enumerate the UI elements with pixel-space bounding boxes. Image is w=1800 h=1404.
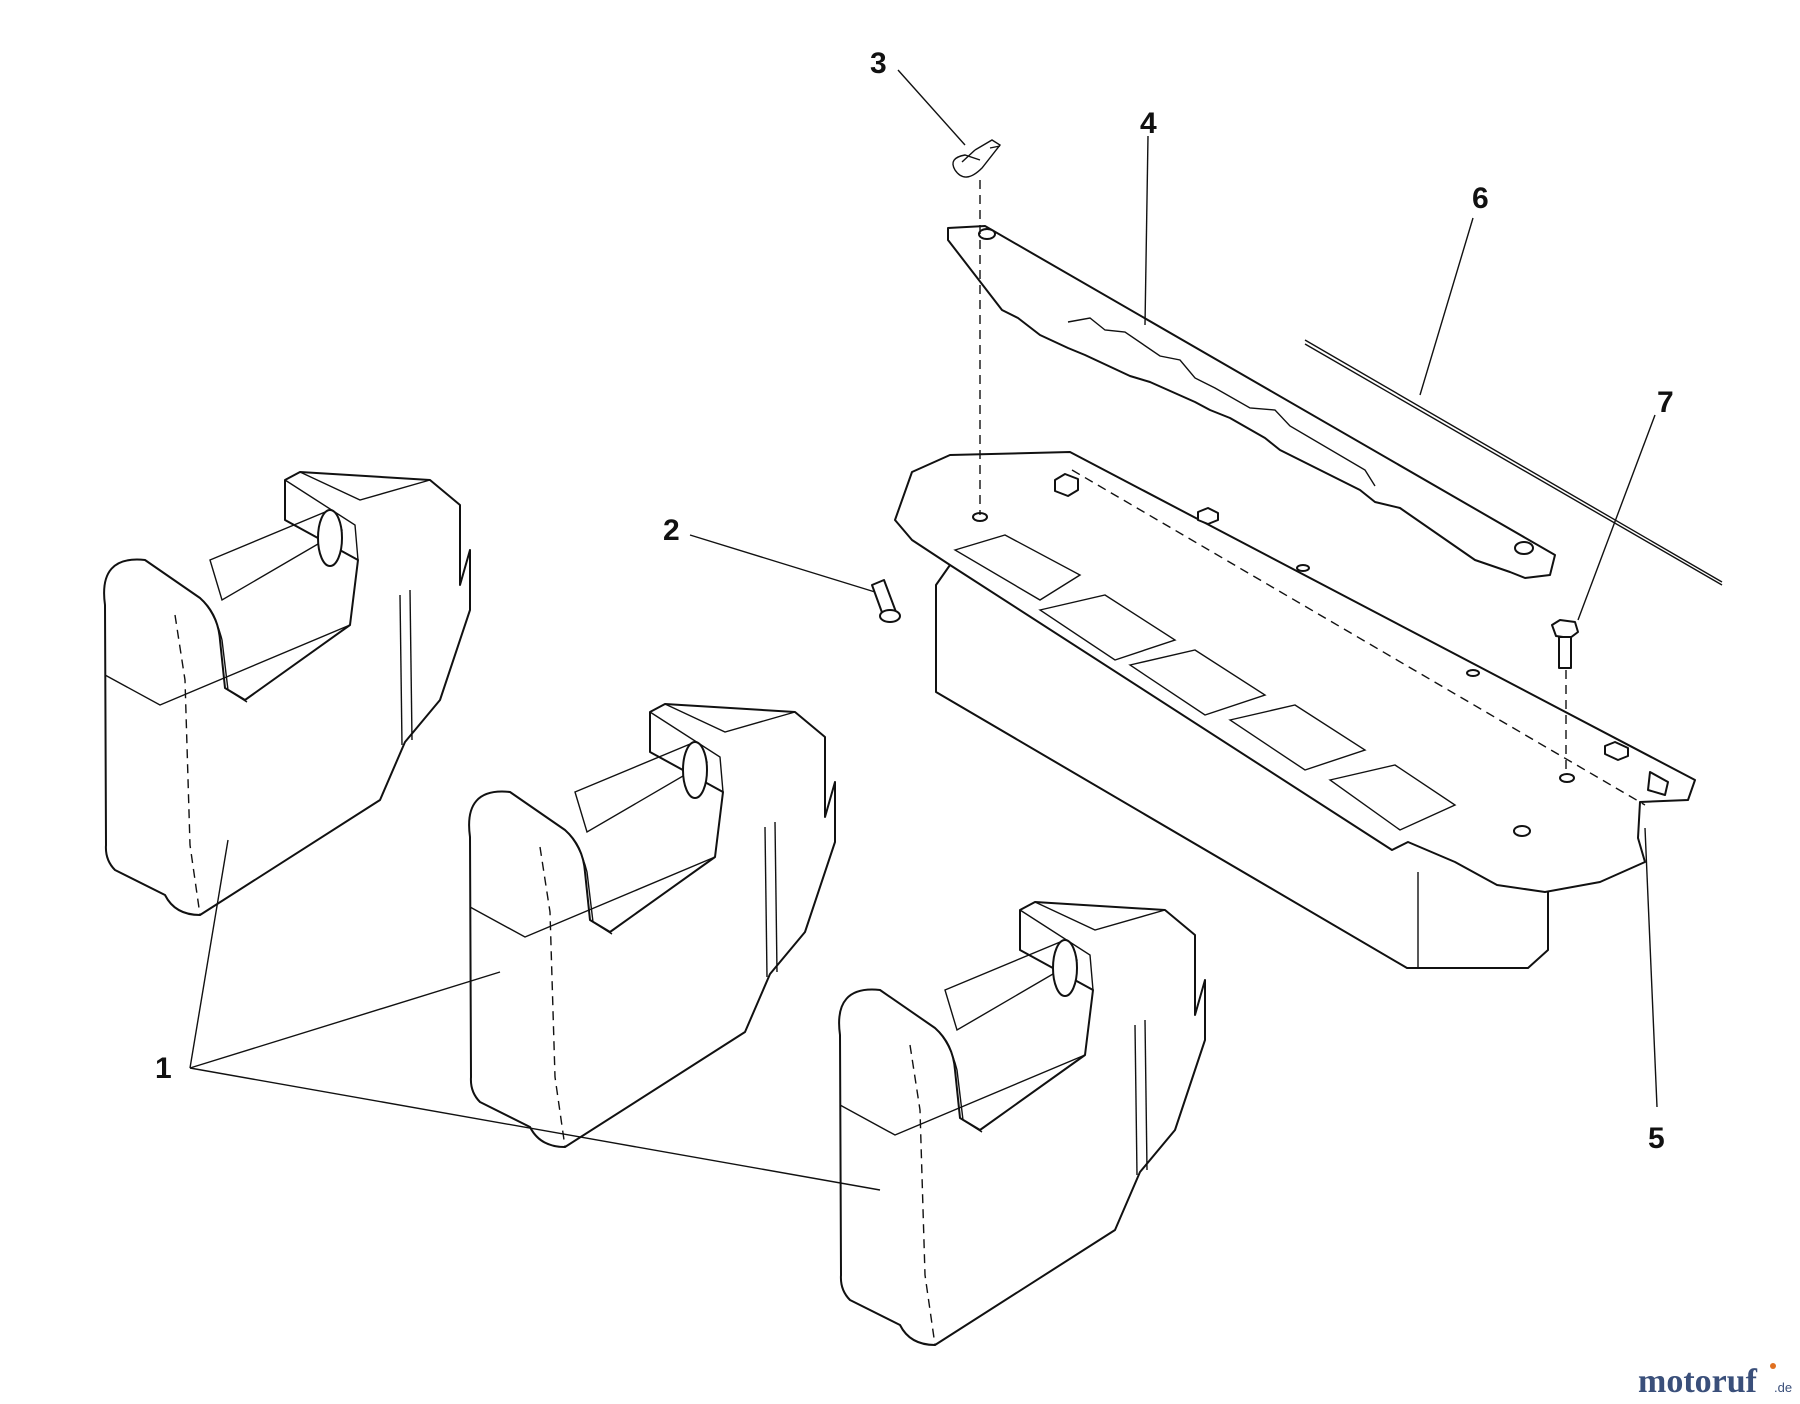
suitcase-weight-1 [103,471,471,916]
weight-bar-part [947,225,1556,579]
suitcase-weight-3 [838,901,1206,1346]
watermark-dot-icon [1770,1363,1776,1369]
callout-5: 5 [1648,1122,1665,1155]
bolt-part [1551,619,1579,669]
callout-6: 6 [1472,182,1489,215]
rod-part [1304,339,1723,586]
watermark-text: motoruf [1638,1363,1758,1400]
watermark-tld: .de [1774,1380,1792,1395]
callout-4: 4 [1140,107,1157,140]
callout-2: 2 [663,514,680,547]
weight-bracket-part [894,451,1696,969]
callout-3: 3 [870,47,887,80]
callout-7: 7 [1657,386,1674,419]
callout-1: 1 [155,1052,172,1085]
hairpin-clip-part [952,139,1002,178]
leader-lines [189,69,1658,1191]
suitcase-weight-2 [468,703,836,1148]
pin-part [871,579,901,623]
watermark-logo: motoruf .de [1638,1363,1792,1400]
